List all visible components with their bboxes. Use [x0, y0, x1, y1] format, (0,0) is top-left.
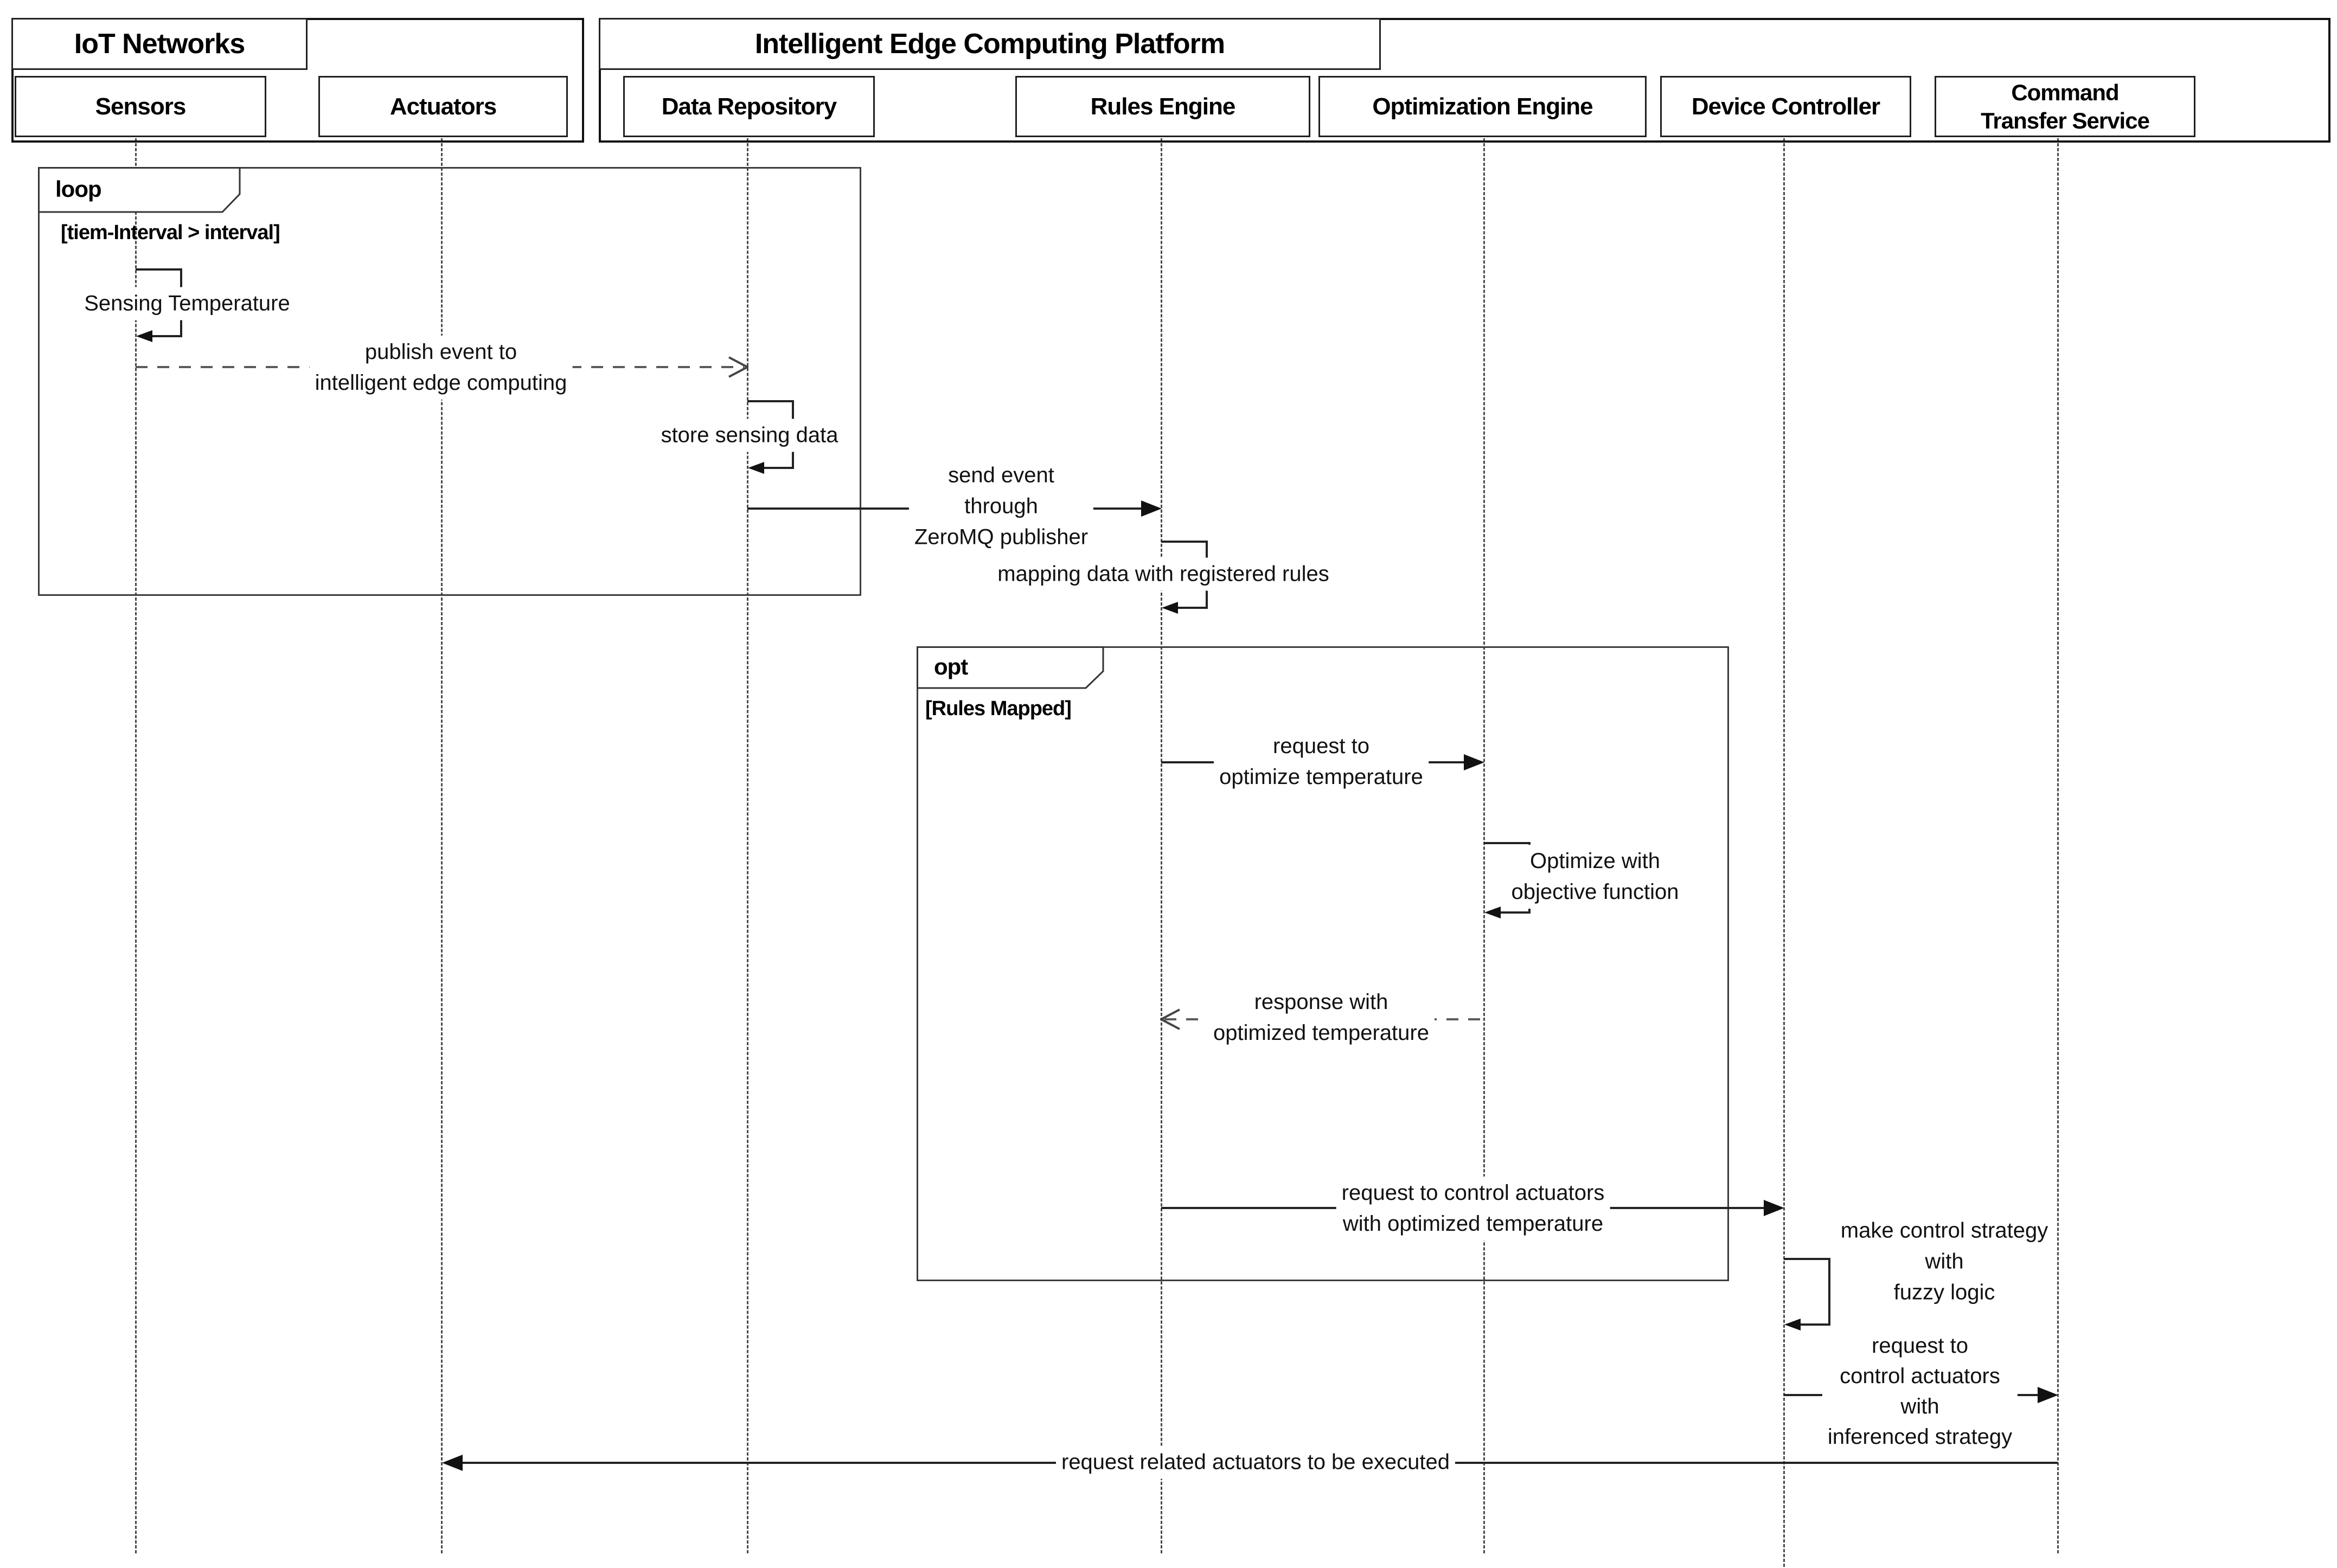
- participant-command-transfer-service-label: Command Transfer Service: [1981, 79, 2150, 133]
- msg-publish-event-arrowhead: [728, 356, 748, 378]
- msg-request-control-inf-arrowhead: [2038, 1387, 2058, 1403]
- msg-optimize-objective-return: [1490, 911, 1531, 914]
- group-edge-platform-title: Intelligent Edge Computing Platform: [599, 18, 1381, 70]
- msg-make-strategy-arrowhead: [1784, 1319, 1801, 1331]
- opt-fragment-condition: [Rules Mapped]: [925, 697, 1072, 720]
- participant-sensors-label: Sensors: [95, 93, 187, 120]
- participant-rules-engine-label: Rules Engine: [1090, 93, 1236, 120]
- msg-send-event-arrowhead: [1141, 500, 1162, 517]
- msg-send-event-label: send event through ZeroMQ publisher: [908, 459, 1094, 554]
- participant-data-repository-label: Data Repository: [661, 93, 837, 120]
- msg-request-related-label: request related actuators to be executed: [1055, 1445, 1456, 1479]
- participant-sensors: Sensors: [15, 76, 266, 137]
- lifeline-actuators: [441, 138, 443, 1553]
- msg-response-label: response with optimized temperature: [1208, 986, 1435, 1050]
- msg-store-data-line: [747, 400, 794, 402]
- loop-fragment: [38, 167, 861, 596]
- msg-mapping-return: [1168, 607, 1208, 609]
- group-iot-networks-label: IoT Networks: [74, 28, 245, 60]
- lifeline-data-repository: [747, 138, 748, 1553]
- msg-mapping-label: mapping data with registered rules: [992, 557, 1335, 591]
- msg-optimize-objective-label: Optimize with objective function: [1506, 845, 1685, 909]
- msg-request-control-opt-label: request to control actuators with optimi…: [1336, 1177, 1610, 1241]
- msg-mapping-arrowhead: [1162, 602, 1178, 614]
- loop-fragment-condition: [tiem-Interval > interval]: [61, 221, 280, 244]
- participant-command-transfer-service: Command Transfer Service: [1935, 76, 2195, 137]
- msg-sensing-temperature-return: [142, 335, 182, 337]
- msg-store-data-arrowhead: [748, 462, 764, 474]
- msg-request-optimize-arrowhead: [1464, 754, 1484, 770]
- msg-sensing-temperature-arrowhead: [136, 330, 152, 342]
- msg-make-strategy-label: make control strategy with fuzzy logic: [1835, 1214, 2054, 1309]
- lifeline-command-transfer-service: [2057, 138, 2059, 1553]
- lifeline-rules-engine: [1161, 138, 1162, 1553]
- msg-optimize-objective-line: [1484, 842, 1531, 844]
- msg-sensing-temperature-label: Sensing Temperature: [79, 287, 296, 320]
- opt-fragment: [917, 646, 1729, 1281]
- participant-data-repository: Data Repository: [623, 76, 875, 137]
- loop-fragment-pentagon: [38, 167, 241, 213]
- participant-device-controller-label: Device Controller: [1691, 93, 1880, 120]
- msg-sensing-temperature-line: [136, 268, 182, 271]
- group-iot-networks-title: IoT Networks: [11, 18, 308, 70]
- opt-fragment-pentagon: [917, 646, 1104, 689]
- msg-request-optimize-label: request to optimize temperature: [1214, 730, 1429, 794]
- msg-request-control-inf-label: request to control actuators with infere…: [1822, 1329, 2018, 1453]
- lifeline-sensors: [135, 138, 137, 1553]
- loop-label-text: loop: [55, 176, 102, 202]
- msg-make-strategy-return: [1790, 1323, 1830, 1326]
- msg-response-arrowhead: [1160, 1008, 1180, 1030]
- lifeline-device-controller: [1783, 138, 1785, 1567]
- participant-actuators-label: Actuators: [389, 93, 497, 120]
- participant-rules-engine: Rules Engine: [1015, 76, 1310, 137]
- loop-fragment-label: loop: [55, 167, 102, 211]
- participant-optimization-engine: Optimization Engine: [1318, 76, 1647, 137]
- msg-optimize-objective-arrowhead: [1484, 907, 1501, 918]
- group-edge-platform-label: Intelligent Edge Computing Platform: [754, 28, 1225, 60]
- msg-mapping-line: [1161, 541, 1208, 543]
- msg-make-strategy-line: [1784, 1258, 1830, 1260]
- msg-make-strategy-vline: [1828, 1258, 1830, 1326]
- participant-actuators: Actuators: [318, 76, 568, 137]
- group-edge-platform: [599, 18, 2330, 143]
- msg-request-control-opt-arrowhead: [1764, 1200, 1784, 1216]
- msg-request-related-arrowhead: [442, 1455, 463, 1471]
- opt-fragment-label: opt: [934, 646, 968, 687]
- participant-optimization-engine-label: Optimization Engine: [1372, 93, 1593, 120]
- msg-publish-event-label: publish event to intelligent edge comput…: [309, 336, 573, 400]
- msg-store-data-label: store sensing data: [655, 419, 844, 452]
- participant-device-controller: Device Controller: [1660, 76, 1911, 137]
- opt-label-text: opt: [934, 654, 968, 679]
- lifeline-optimization-engine: [1483, 138, 1485, 1553]
- msg-store-data-return: [754, 467, 794, 469]
